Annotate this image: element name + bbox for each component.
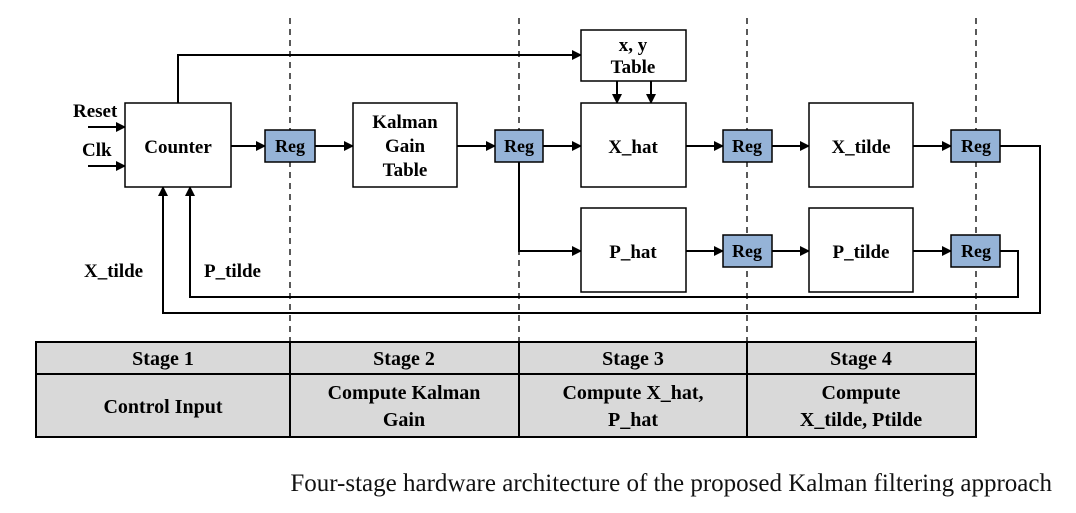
counter-to-xy-table — [177, 50, 582, 103]
reg-2-label: Reg — [504, 136, 534, 156]
kalman-gain-table-block — [352, 102, 458, 188]
stage-3-header: Stage 3 — [602, 348, 664, 370]
p-tilde-feedback-label: P_tilde — [204, 261, 261, 282]
kalman-gain-label-line2: Gain — [385, 136, 426, 157]
xy-table-label-line2: Table — [611, 57, 656, 78]
xy-table-label-line1: x, y — [619, 35, 648, 56]
figure-caption: Four-stage hardware architecture of the … — [290, 470, 1052, 497]
reg-1 — [264, 129, 316, 163]
stage-dividers — [289, 18, 977, 342]
reset-input-label: Reset — [73, 101, 118, 122]
clk-input-label: Clk — [82, 140, 112, 161]
stage-1-description: Control Input — [103, 396, 222, 418]
reg-1-label: Reg — [275, 136, 305, 156]
stage-4-description-line2: X_tilde, Ptilde — [800, 409, 922, 431]
reg-3 — [722, 129, 773, 163]
reg-6 — [950, 234, 1001, 268]
counter-block — [124, 102, 232, 188]
x-hat-label: X_hat — [608, 137, 658, 158]
x-hat-block — [580, 102, 687, 188]
stage-3-description-line2: P_hat — [608, 409, 658, 431]
reg-5-label: Reg — [961, 136, 991, 156]
stages-table-background — [35, 341, 977, 438]
stage-4-header: Stage 4 — [830, 348, 892, 370]
stage-2-header: Stage 2 — [373, 348, 435, 370]
connections — [88, 50, 1041, 314]
stage-2-description-line1: Compute Kalman — [328, 382, 481, 404]
reg-3-label: Reg — [732, 136, 762, 156]
kalman-gain-label-line1: Kalman — [372, 112, 438, 133]
reg2-to-phat — [518, 160, 582, 256]
p-tilde-label: P_tilde — [833, 242, 890, 263]
reg-2 — [494, 129, 544, 163]
p-hat-label: P_hat — [609, 242, 657, 263]
x-tilde-block — [808, 102, 914, 188]
xtilde-feedback — [158, 145, 1041, 314]
x-tilde-feedback-label: X_tilde — [84, 261, 143, 282]
x-tilde-label: X_tilde — [831, 137, 890, 158]
stage-1-header: Stage 1 — [132, 348, 194, 370]
stage-2-description-line2: Gain — [383, 409, 425, 431]
stages-table: Stage 1 Stage 2 Stage 3 Stage 4 Control … — [35, 341, 977, 438]
registers — [264, 129, 1001, 268]
ptilde-feedback — [185, 186, 1019, 298]
reg-5 — [950, 129, 1001, 163]
stage-3-description-line1: Compute X_hat, — [562, 382, 703, 404]
reg-4 — [722, 234, 773, 268]
counter-label: Counter — [144, 137, 212, 158]
stage-4-description-line1: Compute — [822, 382, 901, 404]
reg-6-label: Reg — [961, 241, 991, 261]
kalman-gain-label-line3: Table — [383, 160, 428, 181]
reg-4-label: Reg — [732, 241, 762, 261]
xy-table-block — [580, 29, 687, 82]
p-tilde-block — [808, 207, 914, 293]
blocks — [124, 29, 914, 293]
p-hat-block — [580, 207, 687, 293]
